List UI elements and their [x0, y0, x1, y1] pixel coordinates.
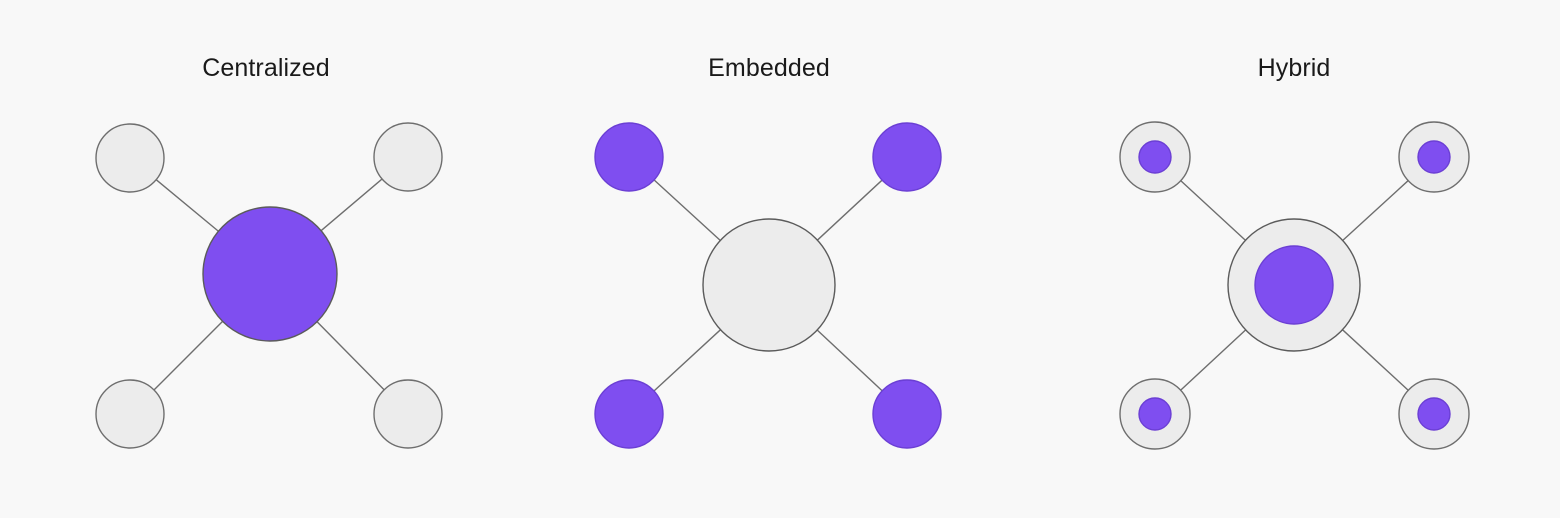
hub-inner-circle — [1254, 245, 1334, 325]
panel-centralized: Centralized — [95, 54, 443, 449]
node-outer-circle — [95, 123, 165, 193]
node-embedded-leaf-bottom-left[interactable] — [594, 379, 664, 449]
hub-node-embedded[interactable] — [702, 218, 836, 352]
edge-centralized-leaf-top-right — [319, 177, 384, 233]
node-hybrid-leaf-bottom-left[interactable] — [1119, 378, 1191, 450]
edge-group-embedded — [652, 178, 884, 393]
edge-embedded-leaf-top-right — [815, 178, 884, 242]
node-outer-circle — [373, 379, 443, 449]
node-outer-circle — [594, 122, 664, 192]
edge-embedded-leaf-bottom-left — [652, 328, 722, 393]
node-outer-circle — [594, 379, 664, 449]
node-inner-circle — [1417, 140, 1451, 174]
panel-embedded: Embedded — [594, 54, 942, 449]
node-centralized-leaf-bottom-right[interactable] — [373, 379, 443, 449]
node-embedded-leaf-top-left[interactable] — [594, 122, 664, 192]
node-centralized-leaf-bottom-left[interactable] — [95, 379, 165, 449]
edge-hybrid-leaf-top-right — [1341, 179, 1410, 242]
edge-centralized-leaf-top-left — [154, 178, 220, 233]
node-inner-circle — [1138, 397, 1172, 431]
panel-title-embedded: Embedded — [708, 54, 830, 82]
node-outer-circle — [872, 122, 942, 192]
node-outer-circle — [373, 122, 443, 192]
hub-node-hybrid[interactable] — [1227, 218, 1361, 352]
edge-group-hybrid — [1179, 179, 1410, 392]
node-outer-circle — [872, 379, 942, 449]
node-inner-circle — [1417, 397, 1451, 431]
edge-group-centralized — [152, 177, 386, 392]
node-centralized-leaf-top-right[interactable] — [373, 122, 443, 192]
edge-centralized-leaf-bottom-right — [315, 320, 386, 392]
hub-outer-circle — [702, 218, 836, 352]
node-hybrid-leaf-bottom-right[interactable] — [1398, 378, 1470, 450]
node-embedded-leaf-bottom-right[interactable] — [872, 379, 942, 449]
hub-outer-circle — [202, 206, 338, 342]
node-outer-circle — [95, 379, 165, 449]
edge-embedded-leaf-bottom-right — [815, 328, 884, 393]
panel-title-hybrid: Hybrid — [1258, 54, 1331, 82]
node-embedded-leaf-top-right[interactable] — [872, 122, 942, 192]
panel-title-centralized: Centralized — [202, 54, 330, 82]
node-inner-circle — [1138, 140, 1172, 174]
edge-hybrid-leaf-top-left — [1179, 179, 1247, 242]
edge-embedded-leaf-top-left — [652, 178, 722, 242]
node-hybrid-leaf-top-right[interactable] — [1398, 121, 1470, 193]
hub-node-centralized[interactable] — [202, 206, 338, 342]
edge-centralized-leaf-bottom-left — [152, 319, 225, 392]
edge-hybrid-leaf-bottom-right — [1341, 328, 1410, 392]
edge-hybrid-leaf-bottom-left — [1179, 328, 1248, 392]
node-hybrid-leaf-top-left[interactable] — [1119, 121, 1191, 193]
panel-hybrid: Hybrid — [1119, 54, 1470, 450]
node-centralized-leaf-top-left[interactable] — [95, 123, 165, 193]
